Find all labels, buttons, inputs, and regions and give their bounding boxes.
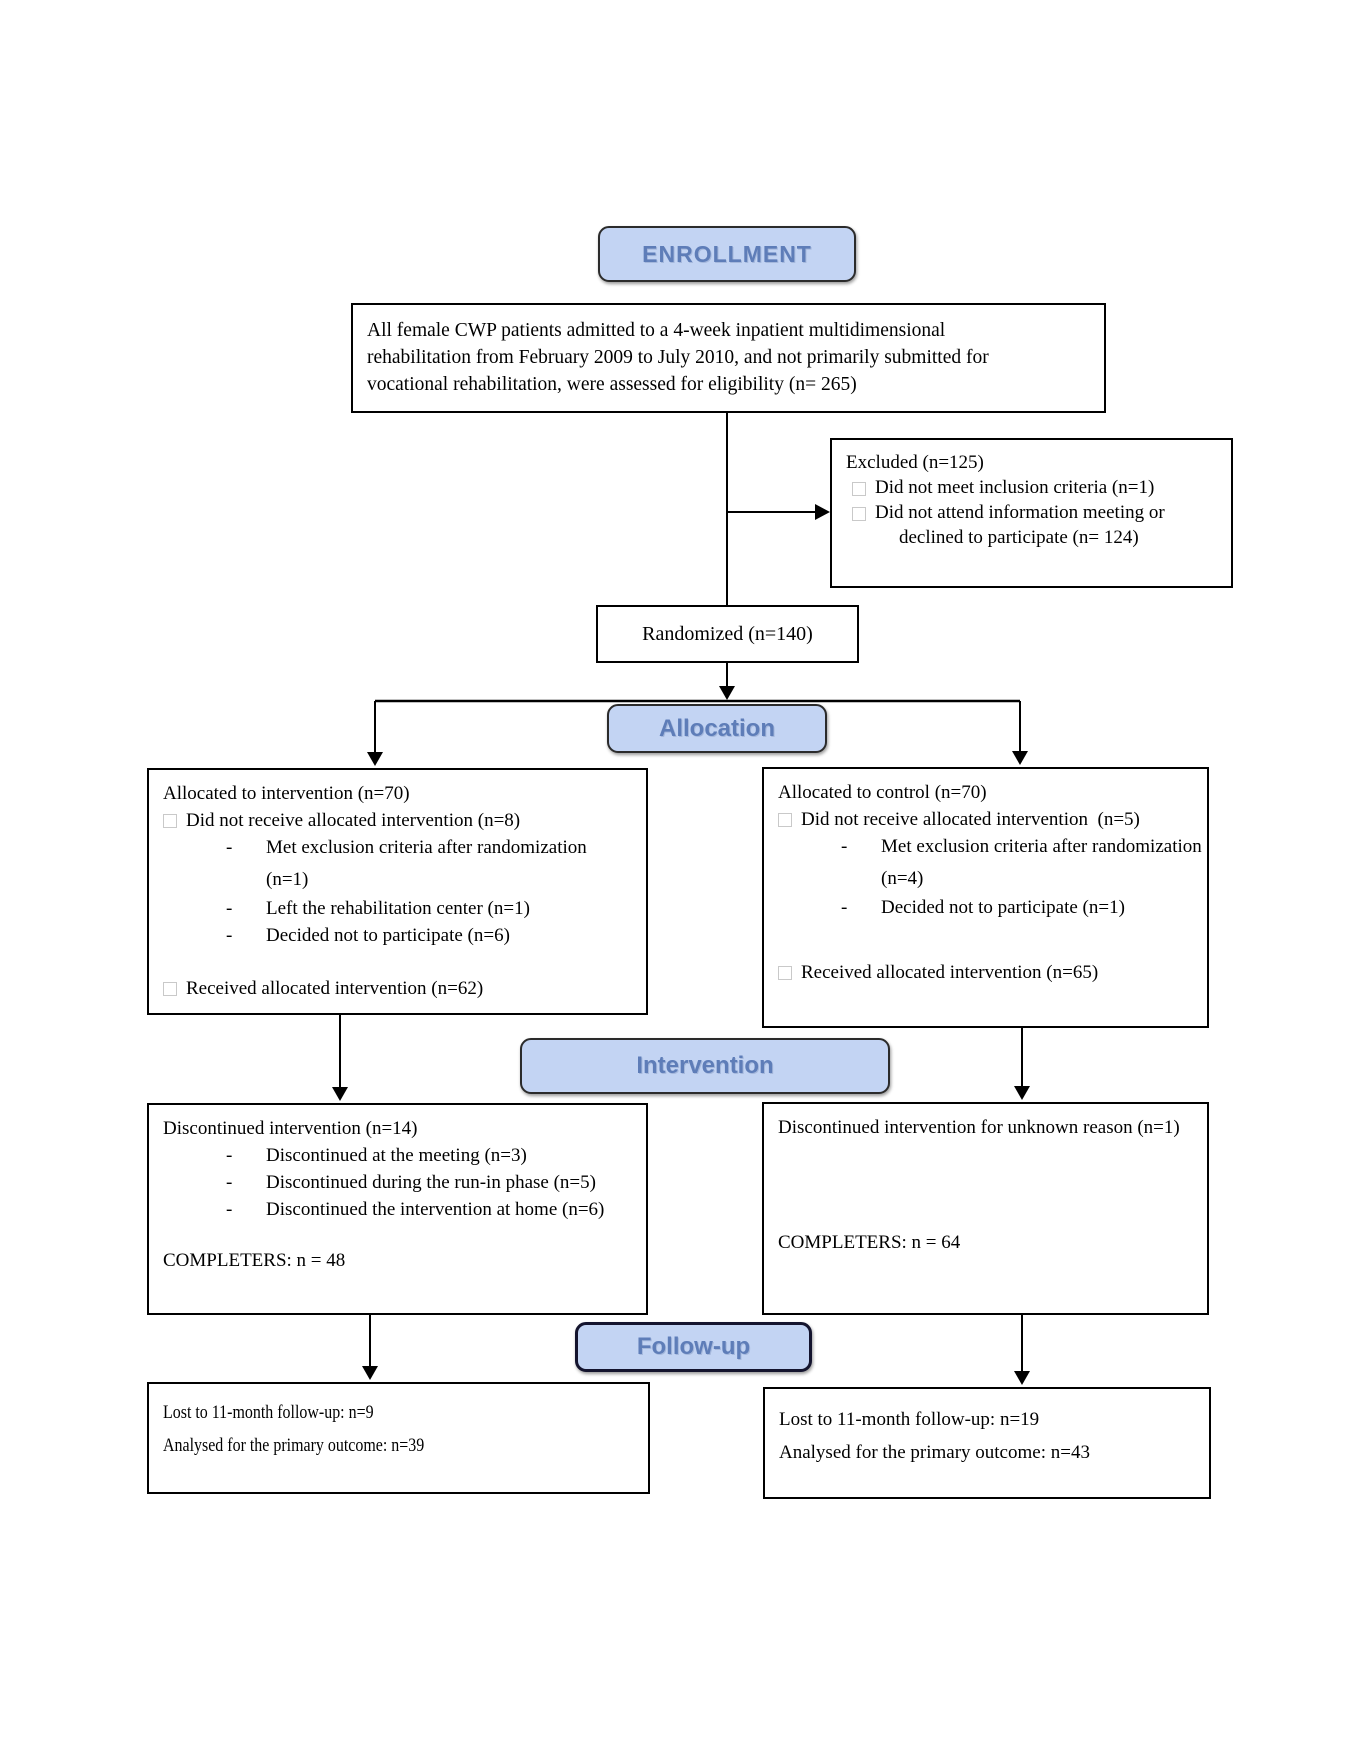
reason-row: - Discontinued the intervention at home … xyxy=(226,1196,632,1223)
reason-text: Discontinued the intervention at home (n… xyxy=(266,1199,605,1220)
reason-text: Decided not to participate (n=1) xyxy=(881,897,1125,918)
connector-branch-to-left-allocation xyxy=(367,701,383,766)
reason-row: - Decided not to participate (n=6) xyxy=(226,922,632,949)
allocated-control-box: Allocated to control (n=70) Did not rece… xyxy=(762,767,1209,1028)
enrollment-banner-label: ENROLLMENT xyxy=(642,240,812,267)
dash-bullet: - xyxy=(226,925,233,946)
reason-row: - Met exclusion criteria after randomiza… xyxy=(841,833,1202,860)
followup-banner-label: Follow-up xyxy=(636,1333,751,1360)
excluded-item: Did not attend information meeting or de… xyxy=(852,500,1217,550)
reason-text: Met exclusion criteria after randomizati… xyxy=(881,836,1202,857)
allocated-intervention-box: Allocated to intervention (n=70) Did not… xyxy=(147,768,648,1015)
enrollment-banner: ENROLLMENT xyxy=(598,226,856,282)
lost-line: Lost to 11-month follow-up: n=9 xyxy=(163,1402,374,1423)
not-received-row: Did not receive allocated intervention (… xyxy=(163,807,632,834)
received-text: Received allocated intervention (n=62) xyxy=(186,978,484,999)
connector-right-allocation-to-discontinued xyxy=(1014,1028,1030,1100)
dash-bullet: - xyxy=(841,897,848,918)
eligibility-box: All female CWP patients admitted to a 4-… xyxy=(351,303,1106,413)
randomized-label: Randomized (n=140) xyxy=(642,622,813,645)
dash-bullet: - xyxy=(226,1199,233,1220)
reason-row-continuation: (n=1) xyxy=(226,866,632,893)
reason-text: Discontinued during the run-in phase (n=… xyxy=(266,1172,596,1193)
square-bullet-icon xyxy=(163,814,177,828)
reason-text: (n=1) xyxy=(266,869,309,890)
not-received-text: Did not receive allocated intervention (… xyxy=(186,810,521,831)
reason-text: Discontinued at the meeting (n=3) xyxy=(266,1145,527,1166)
followup-intervention-box: Lost to 11-month follow-up: n=9 Analysed… xyxy=(147,1382,650,1494)
dash-bullet: - xyxy=(841,836,848,857)
reason-row: - Left the rehabilitation center (n=1) xyxy=(226,895,632,922)
reason-text: Decided not to participate (n=6) xyxy=(266,925,510,946)
reason-row-continuation: (n=4) xyxy=(841,865,1193,892)
received-row: Received allocated intervention (n=65) xyxy=(778,959,1193,986)
excluded-title: Excluded (n=125) xyxy=(846,452,984,473)
square-bullet-icon xyxy=(852,482,866,496)
connector-to-excluded xyxy=(727,504,830,520)
square-bullet-icon xyxy=(778,813,792,827)
reason-row: - Discontinued at the meeting (n=3) xyxy=(226,1142,632,1169)
allocation-banner-label: Allocation xyxy=(658,714,775,742)
received-row: Received allocated intervention (n=62) xyxy=(163,975,632,1002)
excluded-item-text: Did not meet inclusion criteria (n=1) xyxy=(875,477,1155,498)
dash-bullet: - xyxy=(226,1172,233,1193)
excluded-item: Did not meet inclusion criteria (n=1) xyxy=(852,475,1217,500)
reason-row: - Decided not to participate (n=1) xyxy=(841,894,1193,921)
discontinued-intervention-box: Discontinued intervention (n=14) - Disco… xyxy=(147,1103,648,1315)
allocated-control-title: Allocated to control (n=70) xyxy=(778,782,987,803)
followup-control-box: Lost to 11-month follow-up: n=19 Analyse… xyxy=(763,1387,1211,1499)
randomized-box: Randomized (n=140) xyxy=(596,605,859,663)
intervention-banner-label: Intervention xyxy=(636,1052,774,1079)
reason-text: Left the rehabilitation center (n=1) xyxy=(266,898,530,919)
lost-line: Lost to 11-month follow-up: n=19 xyxy=(779,1409,1040,1430)
dash-bullet: - xyxy=(226,1145,233,1166)
eligibility-line-1: All female CWP patients admitted to a 4-… xyxy=(367,320,946,341)
not-received-text: Did not receive allocated intervention (… xyxy=(801,809,1140,830)
connector-randomized-to-branch xyxy=(719,663,735,700)
dash-bullet: - xyxy=(226,837,233,858)
connector-left-discontinued-to-followup xyxy=(362,1315,378,1380)
eligibility-line-3: vocational rehabilitation, were assessed… xyxy=(367,374,857,395)
allocation-banner: Allocation xyxy=(607,704,827,753)
followup-banner: Follow-up xyxy=(575,1322,812,1372)
excluded-box: Excluded (n=125) Did not meet inclusion … xyxy=(830,438,1233,588)
received-text: Received allocated intervention (n=65) xyxy=(801,962,1099,983)
dash-bullet-spacer xyxy=(841,865,881,892)
reason-row: - Met exclusion criteria after randomiza… xyxy=(226,834,632,861)
completers-line: COMPLETERS: n = 48 xyxy=(163,1250,346,1271)
analysed-line: Analysed for the primary outcome: n=39 xyxy=(163,1435,425,1456)
excluded-item-text: Did not attend information meeting or de… xyxy=(875,502,1170,548)
connector-left-allocation-to-discontinued xyxy=(332,1015,348,1101)
discontinued-title: Discontinued intervention (n=14) xyxy=(163,1118,418,1139)
square-bullet-icon xyxy=(163,982,177,996)
square-bullet-icon xyxy=(852,507,866,521)
square-bullet-icon xyxy=(778,966,792,980)
dash-bullet-spacer xyxy=(226,866,266,893)
not-received-row: Did not receive allocated intervention (… xyxy=(778,806,1193,833)
connector-right-discontinued-to-followup xyxy=(1014,1315,1030,1385)
dash-bullet: - xyxy=(226,898,233,919)
connector-branch-to-right-allocation xyxy=(1012,701,1028,765)
reason-row: - Discontinued during the run-in phase (… xyxy=(226,1169,632,1196)
analysed-line: Analysed for the primary outcome: n=43 xyxy=(779,1442,1090,1463)
discontinued-title: Discontinued intervention for unknown re… xyxy=(778,1117,1180,1138)
eligibility-line-2: rehabilitation from February 2009 to Jul… xyxy=(367,347,989,368)
completers-line: COMPLETERS: n = 64 xyxy=(778,1232,961,1253)
reason-text: Met exclusion criteria after randomizati… xyxy=(266,837,587,858)
reason-text: (n=4) xyxy=(881,868,924,889)
allocated-intervention-title: Allocated to intervention (n=70) xyxy=(163,783,410,804)
discontinued-control-box: Discontinued intervention for unknown re… xyxy=(762,1102,1209,1315)
intervention-banner: Intervention xyxy=(520,1038,890,1094)
